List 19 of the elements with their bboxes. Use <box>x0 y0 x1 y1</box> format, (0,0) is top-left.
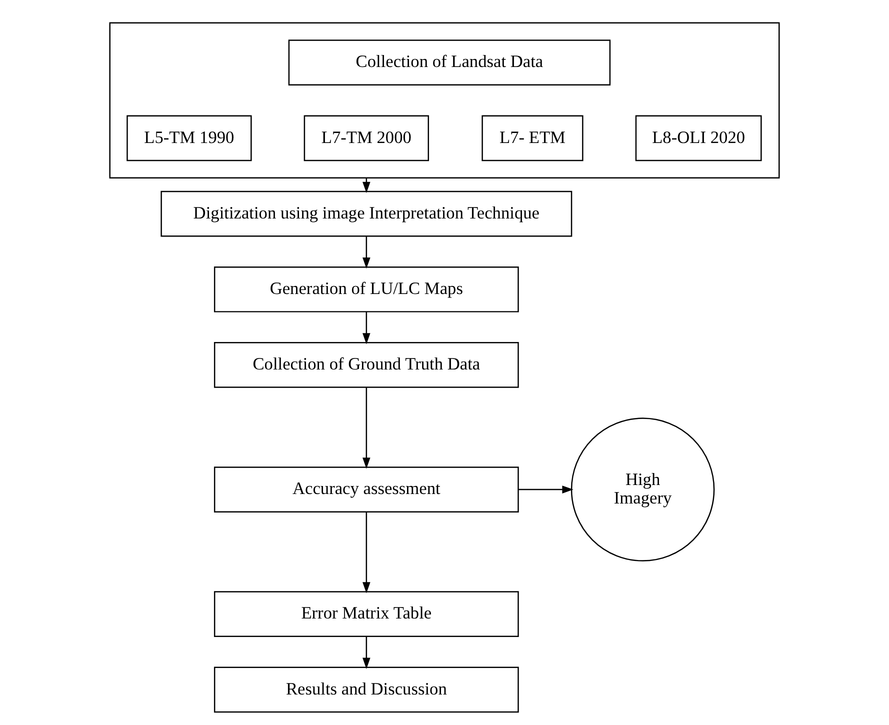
node-box: Error Matrix Table <box>214 591 519 638</box>
arrow <box>362 236 370 269</box>
node-box: L8-OLI 2020 <box>635 115 762 162</box>
arrow <box>362 636 370 669</box>
arrow <box>362 512 370 594</box>
arrow <box>518 486 574 494</box>
node-circle: High Imagery <box>570 418 715 562</box>
node-box: Collection of Landsat Data <box>288 40 611 86</box>
node-box: L7- ETM <box>482 115 584 162</box>
cluster <box>109 22 780 178</box>
node-box: Generation of LU/LC Maps <box>214 266 519 312</box>
arrow <box>362 312 370 344</box>
node-box: L7-TM 2000 <box>304 115 429 162</box>
node-box: Accuracy assessment <box>214 466 519 512</box>
node-box: Results and Discussion <box>214 666 519 713</box>
node-box: L5-TM 1990 <box>126 115 252 162</box>
node-box: Digitization using image Interpretation Technique <box>160 190 572 237</box>
node-box: Collection of Ground Truth Data <box>214 342 519 388</box>
arrow <box>362 387 370 469</box>
